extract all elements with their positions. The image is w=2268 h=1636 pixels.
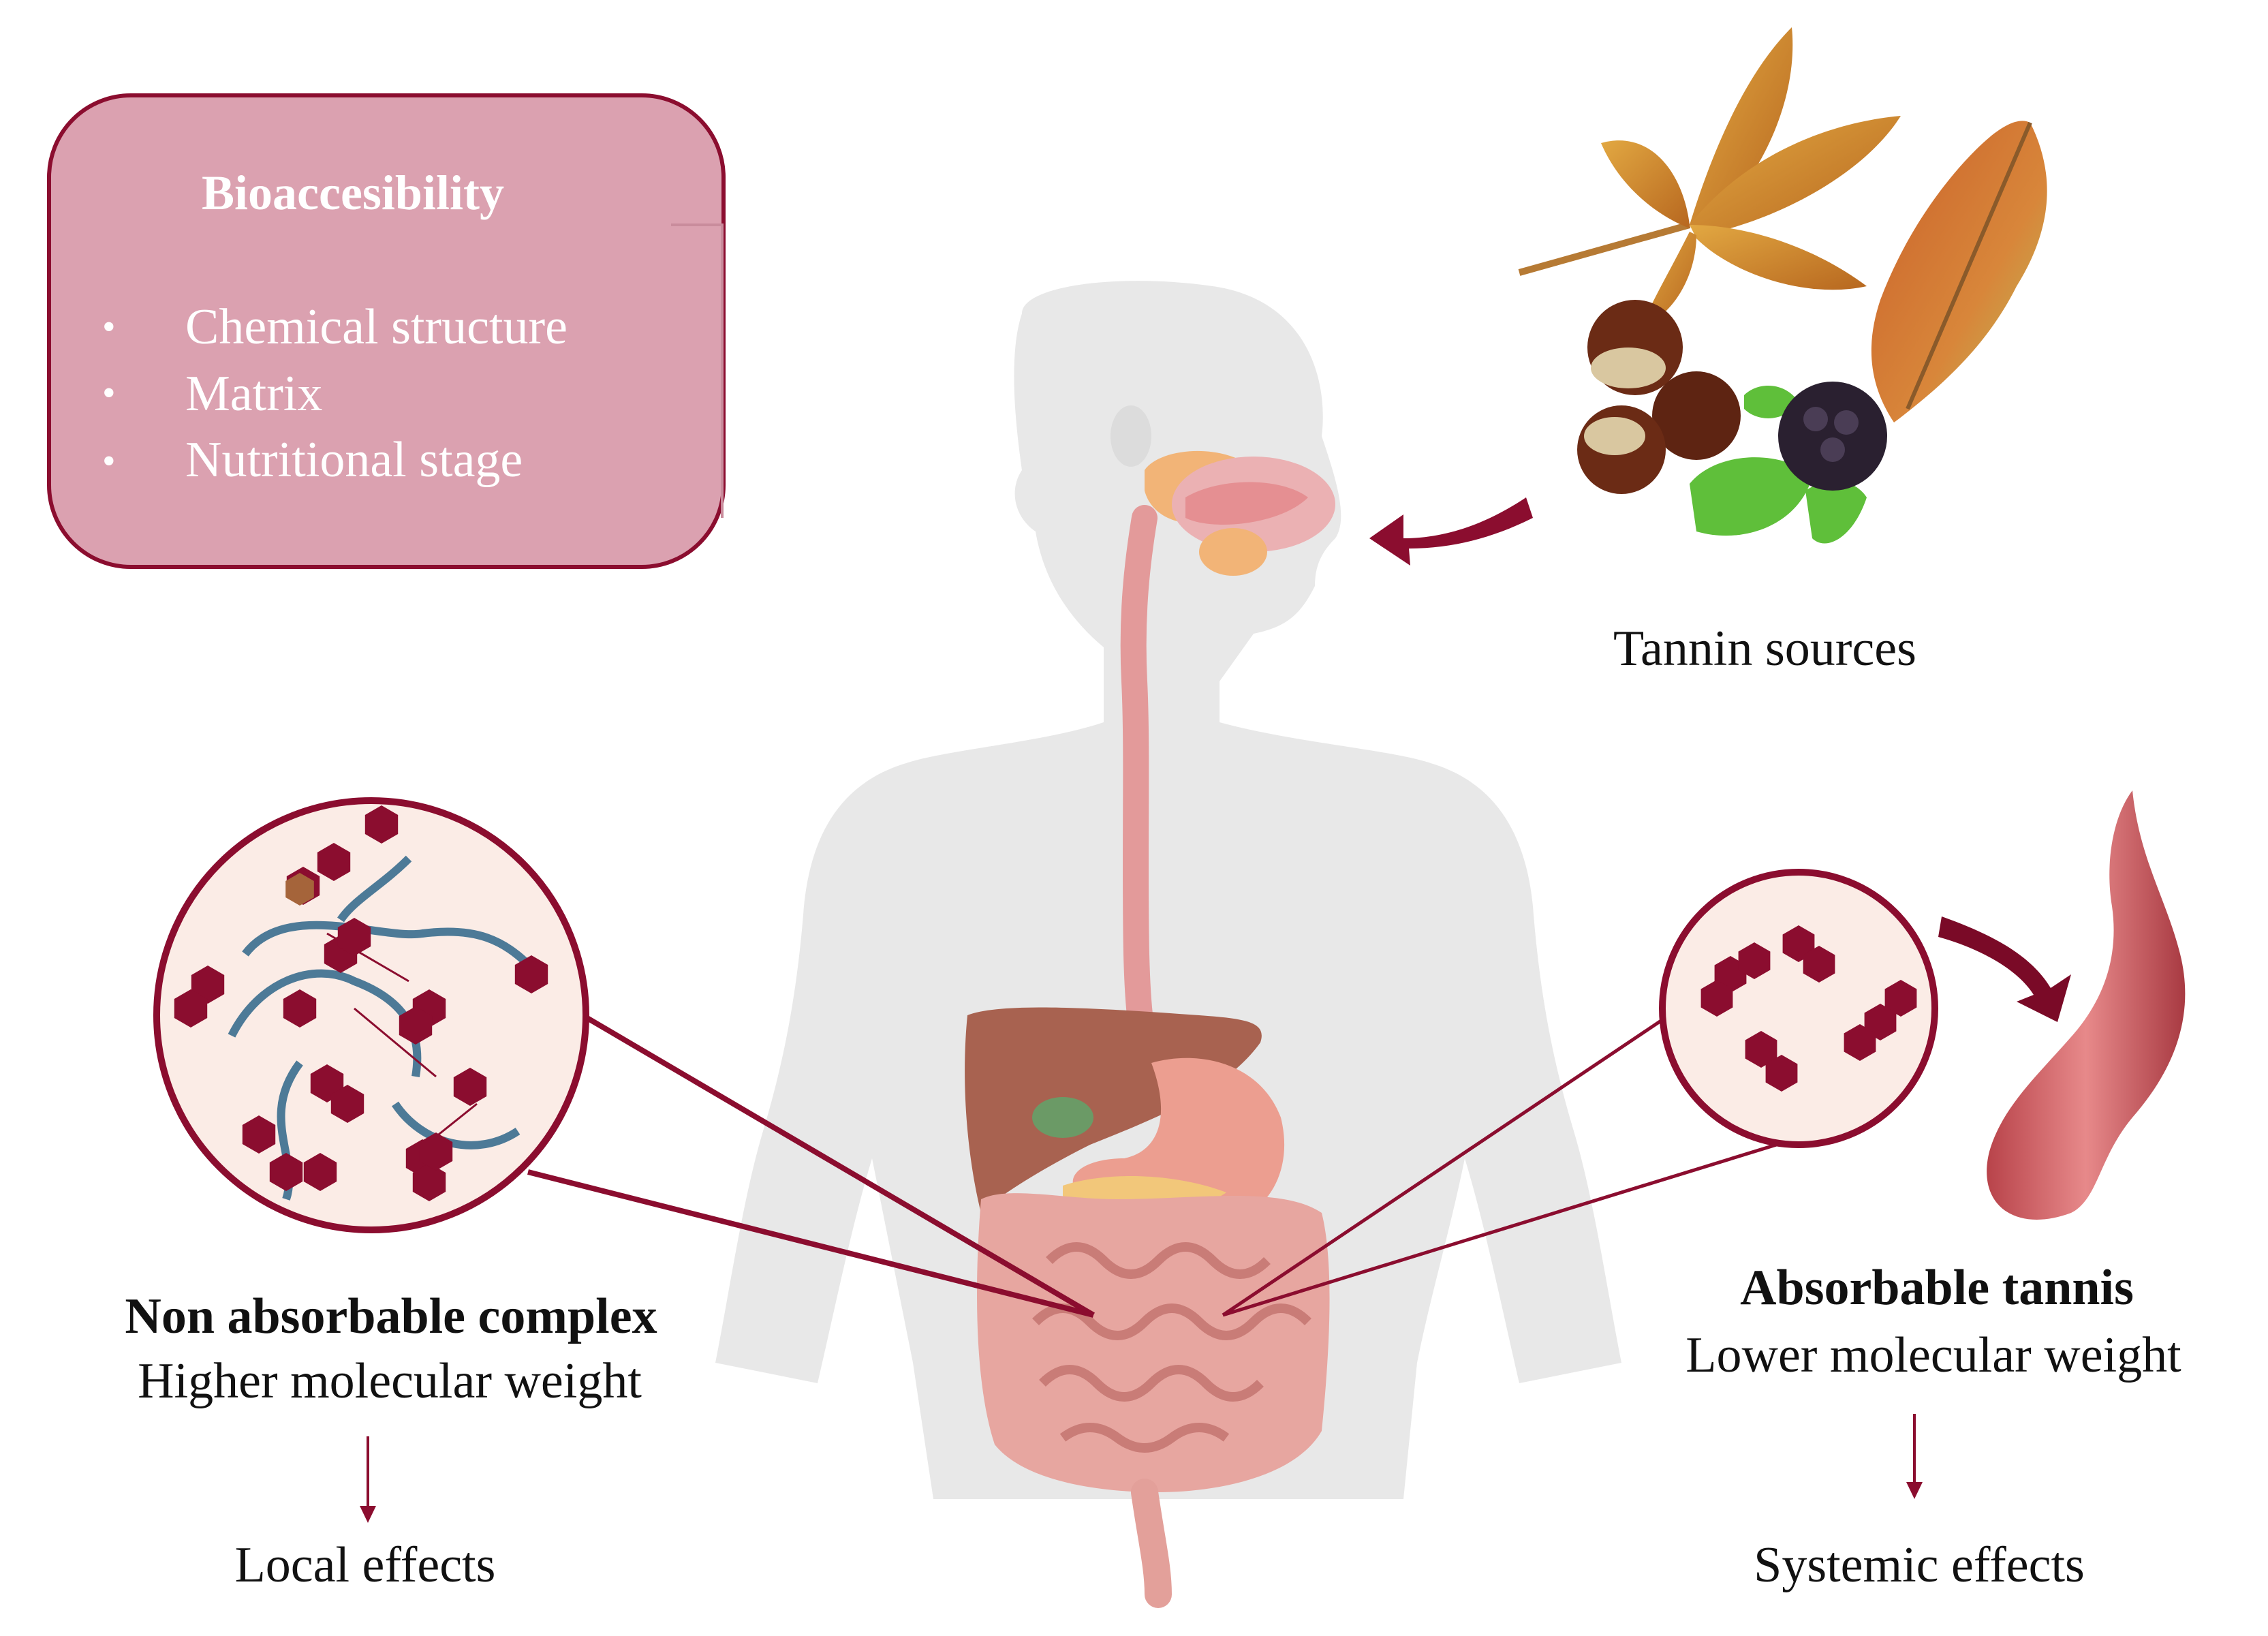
absorbable-title: Absorbable tannis bbox=[1740, 1260, 2134, 1316]
bullet-dot: • bbox=[102, 440, 116, 482]
bioaccessibility-item-matrix: Matrix bbox=[185, 366, 323, 422]
gallbladder bbox=[1032, 1097, 1093, 1138]
tannin-molecules bbox=[174, 805, 1917, 1201]
local-effects-label: Local effects bbox=[234, 1537, 496, 1593]
tannin-sources-illustration bbox=[1518, 27, 2047, 544]
tannin-hexagon bbox=[283, 989, 317, 1028]
tannin-hexagon bbox=[269, 1153, 303, 1191]
tannin-hexagon bbox=[514, 955, 548, 993]
bioaccessibility-item-chemical-structure: Chemical structure bbox=[185, 299, 568, 355]
tannin-hexagon bbox=[419, 1132, 453, 1171]
tannin-hexagon bbox=[1864, 1004, 1897, 1040]
tannin-hexagon bbox=[303, 1153, 337, 1191]
tannin-hexagon bbox=[191, 966, 225, 1004]
tannin-hexagon bbox=[1745, 1031, 1777, 1068]
systemic-effects-label: Systemic effects bbox=[1754, 1537, 2085, 1593]
non-absorbable-title: Non absorbable complex bbox=[125, 1288, 657, 1344]
human-body-silhouette bbox=[715, 281, 1621, 1499]
local-effects-arrow bbox=[360, 1436, 376, 1523]
esophagus bbox=[1120, 505, 1164, 1076]
intestines bbox=[977, 1193, 1330, 1608]
tannin-hexagon bbox=[1803, 946, 1835, 983]
tannin-hexagon bbox=[317, 843, 351, 881]
tannin-hexagon bbox=[330, 1085, 364, 1123]
systemic-effects-arrow bbox=[1906, 1414, 1923, 1499]
non-absorbable-subtitle: Higher molecular weight bbox=[138, 1353, 642, 1409]
tannin-hexagon bbox=[242, 1115, 276, 1154]
bullet-dot: • bbox=[102, 306, 116, 348]
absorption-arrow bbox=[1938, 916, 2071, 1022]
bioaccessibility-title: Bioaccesibility bbox=[202, 166, 504, 220]
tannin-hexagon bbox=[1765, 1055, 1798, 1092]
tannin-hexagon bbox=[1884, 980, 1917, 1017]
tannin-hexagon bbox=[1738, 942, 1771, 979]
tannin-hexagon bbox=[1782, 925, 1815, 962]
tannin-hexagon bbox=[285, 873, 314, 906]
intake-arrow bbox=[1369, 497, 1533, 566]
tannin-hexagon bbox=[1844, 1024, 1876, 1061]
tannin-hexagon bbox=[364, 805, 399, 844]
tannin-sources-label: Tannin sources bbox=[1613, 621, 1916, 677]
tannin-hexagon bbox=[174, 989, 208, 1028]
blood-vessel bbox=[1987, 790, 2186, 1220]
tannin-hexagon bbox=[1700, 980, 1733, 1017]
tannin-hexagon bbox=[412, 1163, 446, 1201]
bioaccessibility-item-nutritional-stage: Nutritional stage bbox=[185, 432, 523, 488]
mouth-salivary-glands bbox=[1145, 450, 1335, 576]
tannin-hexagon bbox=[337, 918, 371, 956]
absorbable-subtitle: Lower molecular weight bbox=[1686, 1327, 2181, 1383]
bullet-dot: • bbox=[102, 372, 116, 414]
tannin-hexagon bbox=[453, 1068, 487, 1106]
absorbable-zoom-circle bbox=[1222, 869, 1938, 1317]
tannin-hexagon bbox=[399, 1006, 433, 1045]
